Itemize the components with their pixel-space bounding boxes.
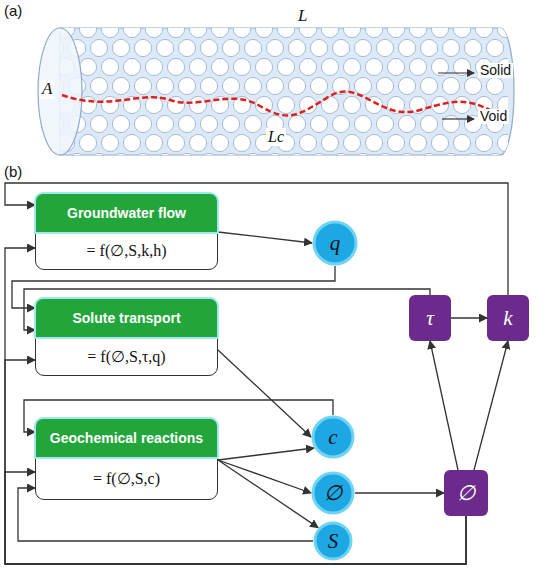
parameter-symbol: τ [426,306,434,331]
part-label: Void [478,109,509,124]
dimension-label: Lc [266,128,286,146]
variable-symbol: c [328,425,337,450]
column-inlet [38,28,82,155]
box-heading: Geochemical reactions [36,419,217,457]
process-box: Solute transport= f(∅,S,τ,q) [35,298,218,376]
flow-connector [218,460,311,493]
flow-connector [474,341,508,470]
box-formula: = f(∅,S,k,h) [36,232,217,269]
grain-pattern [38,28,508,155]
variable-circle: c [311,415,355,459]
variable-symbol: q [330,231,341,256]
parameter-square: ∅ [444,470,488,516]
parameter-square: k [487,295,529,341]
parameter-symbol: k [503,306,512,331]
parameter-symbol: ∅ [457,481,475,506]
flow-connector [218,350,311,437]
flow-connector [430,341,458,470]
dimension-label: L [296,7,309,26]
flow-connector [5,183,508,295]
flow-connector [451,317,487,318]
variable-symbol: S [328,529,339,554]
flow-connector [218,460,318,528]
circle-shape [315,523,351,559]
box-heading: Solute transport [36,299,217,337]
circle-shape [314,222,356,264]
panel-label: (b) [4,164,22,181]
flow-connector [5,248,466,564]
parameter-square: τ [409,295,451,341]
part-label: Solid [478,63,513,78]
process-box: Geochemical reactions= f(∅,S,c) [35,418,218,500]
circle-shape [313,473,353,513]
pointer-arrow [438,72,474,73]
panel-label: (a) [4,3,22,20]
pointer-arrow [442,118,474,119]
variable-circle: q [312,220,358,266]
variable-circle: ∅ [311,471,355,515]
dimension-label: A [40,80,54,99]
flow-path [62,92,505,118]
variable-symbol: ∅ [324,481,342,506]
flow-connector [218,448,314,460]
flow-connector [218,232,312,243]
flow-connector [5,360,466,564]
circle-shape [313,417,353,457]
box-heading: Groundwater flow [36,194,217,232]
box-formula: = f(∅,S,τ,q) [36,337,217,375]
box-formula: = f(∅,S,c) [36,457,217,499]
process-box: Groundwater flow= f(∅,S,k,h) [35,193,218,270]
variable-circle: S [313,521,353,561]
flow-connector [355,492,444,493]
